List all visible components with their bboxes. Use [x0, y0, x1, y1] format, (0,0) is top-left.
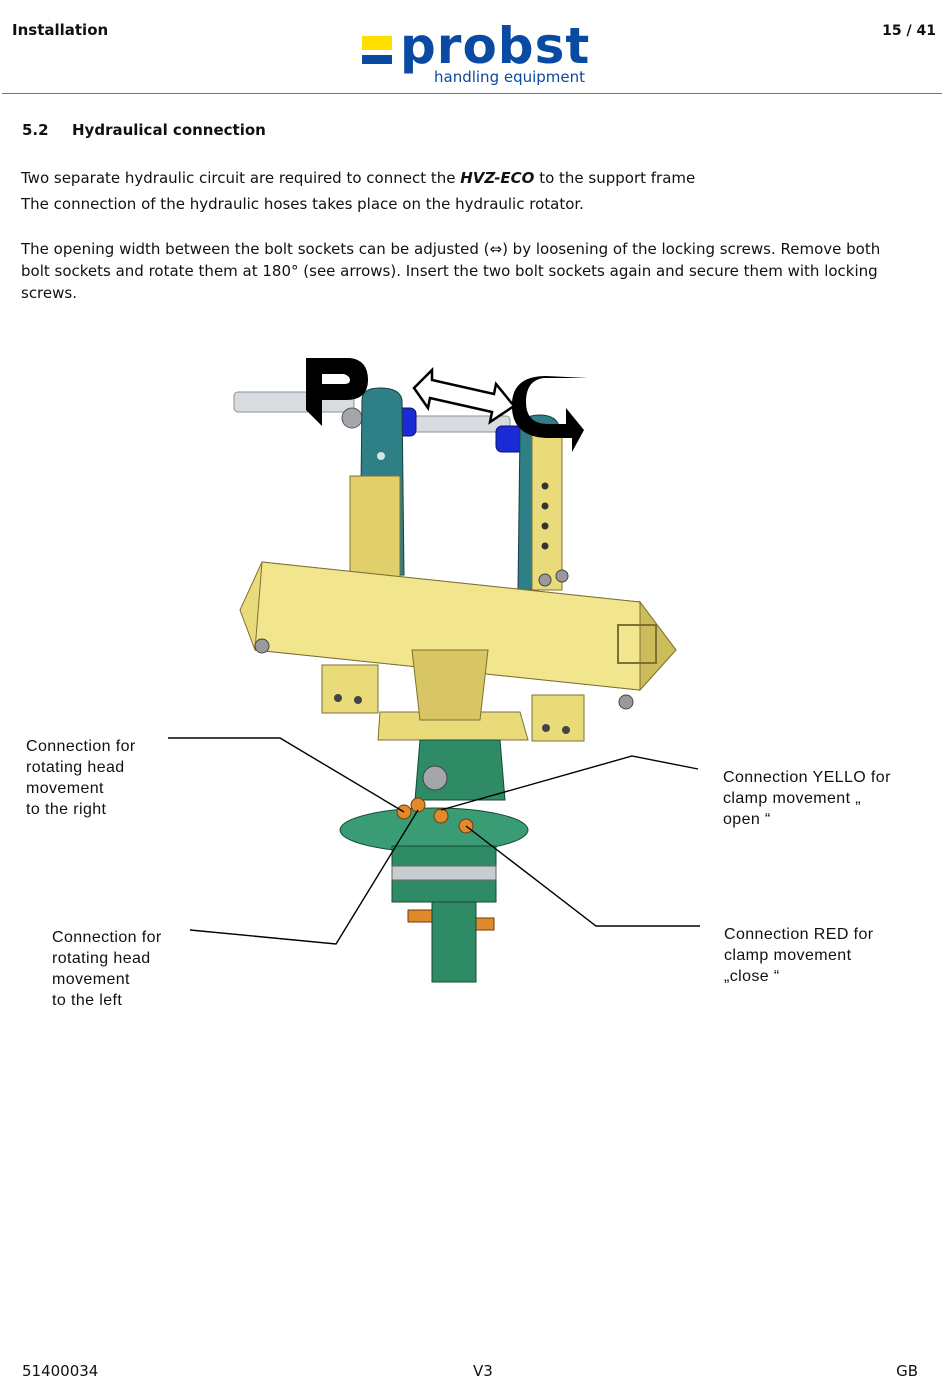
bolt-socket-right [517, 414, 569, 591]
doc-number: 51400034 [22, 1362, 99, 1380]
logo-tagline: handling equipment [434, 68, 586, 86]
body-line-2: The connection of the hydraulic hoses ta… [21, 195, 584, 213]
header-divider [2, 93, 942, 94]
body-paragraph-2: The opening width between the bolt socke… [21, 240, 881, 302]
model-name: HVZ-ECO [460, 169, 535, 187]
rotate-arrow-left-icon [306, 358, 368, 426]
width-adjust-arrow-icon [412, 366, 516, 425]
leader-lines [168, 737, 700, 945]
section-number: 5.2 [22, 121, 49, 139]
rotator-illustration [168, 358, 700, 983]
language-code: GB [896, 1362, 918, 1380]
hydraulic-rotator [339, 739, 529, 983]
version-label: V3 [473, 1362, 493, 1380]
adjust-arrow-icon: ⇔ [489, 240, 503, 258]
section-title: Hydraulical connection [72, 121, 266, 139]
body-line-1: Two separate hydraulic circuit are requi… [21, 169, 696, 187]
header-section-label: Installation [12, 21, 109, 39]
rotate-arrow-right-icon [511, 376, 588, 452]
support-frame [239, 475, 677, 742]
logo-mark [362, 36, 392, 66]
page-number: 15 / 41 [882, 23, 936, 39]
logo-wordmark: probst [400, 17, 591, 75]
